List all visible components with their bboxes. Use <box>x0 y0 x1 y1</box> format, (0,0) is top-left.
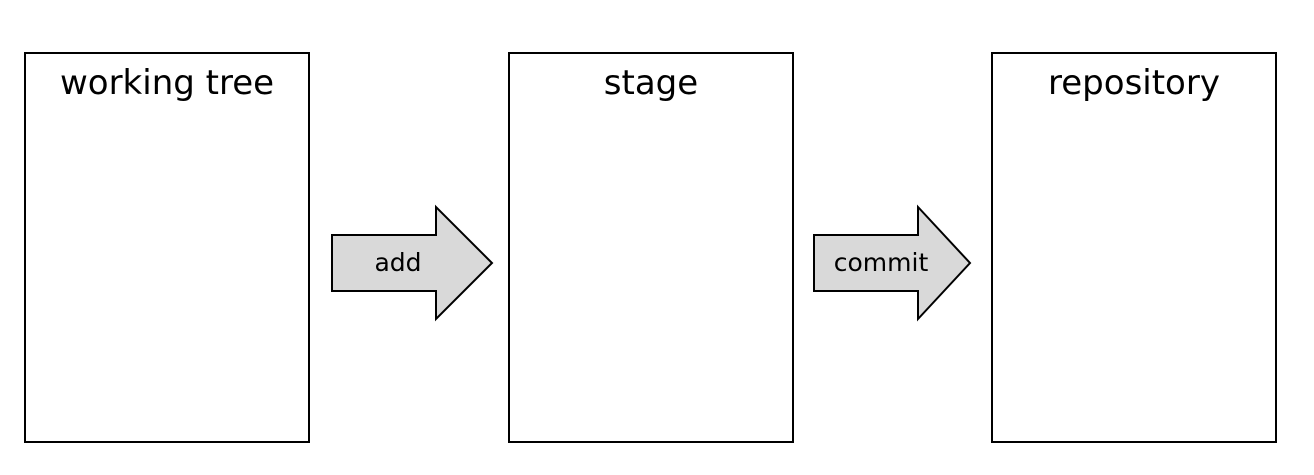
add-arrow: add <box>330 204 494 323</box>
add-arrow-shape <box>331 204 494 322</box>
repository-label: repository <box>1048 63 1220 103</box>
add-label: add <box>374 248 422 277</box>
stage-box: stage <box>508 52 794 443</box>
commit-label: commit <box>833 248 929 277</box>
stage-label: stage <box>603 63 699 103</box>
working-tree-label: working tree <box>59 63 275 103</box>
commit-arrow-shape <box>813 204 972 322</box>
commit-arrow: commit <box>812 204 976 323</box>
working-tree-box: working tree <box>24 52 310 443</box>
repository-box: repository <box>991 52 1277 443</box>
